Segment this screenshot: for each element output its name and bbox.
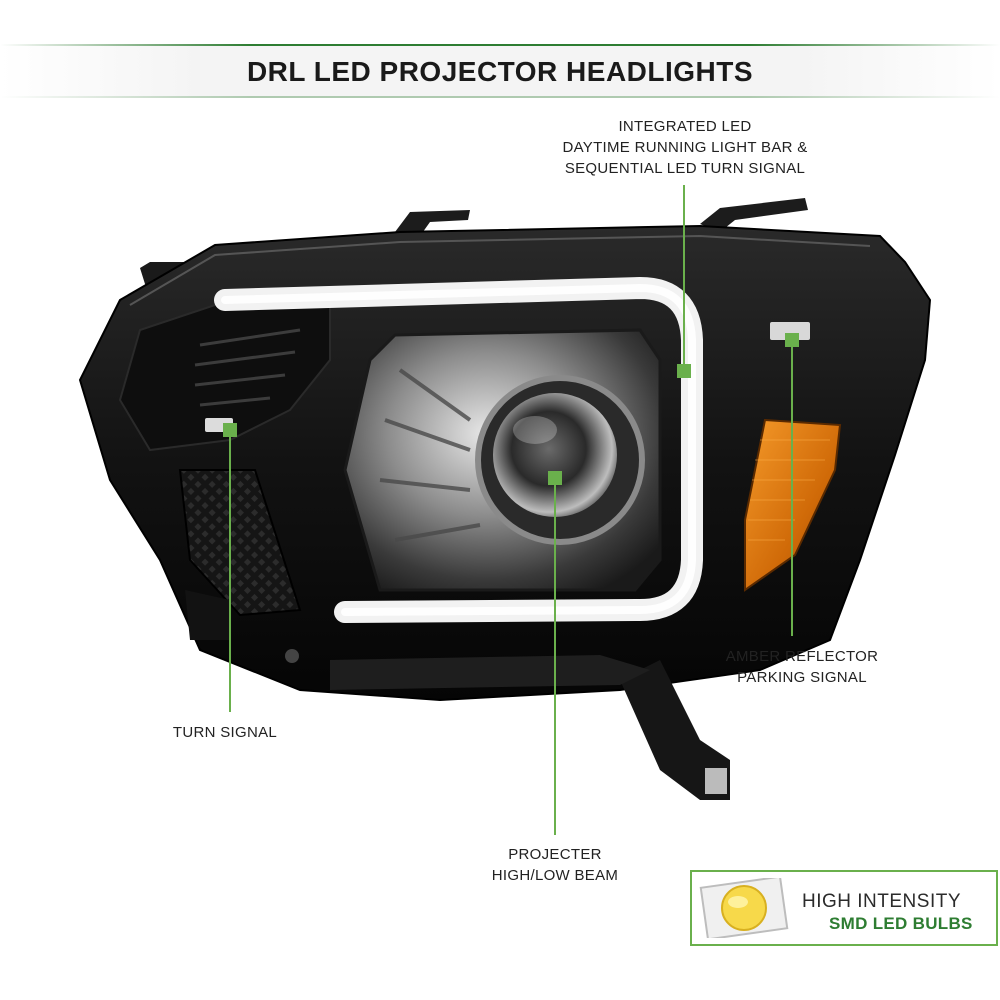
callout-amber: AMBER REFLECTOR PARKING SIGNAL [712, 646, 892, 688]
smd-led-chip-icon [699, 878, 789, 938]
chrome-reflector-facets [379, 368, 481, 542]
page-title: DRL LED PROJECTOR HEADLIGHTS [246, 56, 754, 87]
callout-drl-line-2: DAYTIME RUNNING LIGHT BAR & [562, 139, 808, 156]
led-feature-badge: HIGH INTENSITY SMD LED BULBS [690, 870, 998, 946]
header-banner: DRL LED PROJECTOR HEADLIGHTS [0, 44, 1000, 98]
callout-projector-line-1: PROJECTER [508, 846, 602, 863]
callout-projector-line-2: HIGH/LOW BEAM [491, 867, 619, 884]
amber-reflector-texture [748, 439, 830, 541]
drl-marker-icon [677, 364, 691, 378]
callout-drl: INTEGRATED LED DAYTIME RUNNING LIGHT BAR… [540, 116, 830, 179]
callout-amber-line-2: PARKING SIGNAL [737, 669, 867, 686]
header-rule-bottom [0, 96, 1000, 98]
lower-bracket [620, 660, 730, 800]
mesh-grille [178, 469, 302, 617]
callout-markers [223, 333, 799, 485]
projector-lens [493, 393, 617, 517]
lens-highlight [513, 416, 557, 444]
callout-drl-line-3: SEQUENTIAL LED TURN SIGNAL [564, 160, 806, 177]
callout-projector: PROJECTER HIGH/LOW BEAM [465, 844, 645, 886]
callout-leaders [229, 185, 793, 835]
parking-led [770, 322, 810, 340]
callout-turn-signal: TURN SIGNAL [150, 722, 300, 743]
lens-rim-highlight [129, 234, 871, 306]
turn-signal-marker-icon [223, 423, 237, 437]
turn-signal-fins [194, 328, 301, 407]
top-mount-tab-right [700, 198, 808, 232]
bracket-clip [705, 768, 727, 794]
callout-drl-line-1: INTEGRATED LED [618, 118, 752, 135]
adjuster-bolt [285, 649, 299, 663]
badge-line-2: SMD LED BULBS [829, 914, 973, 933]
callout-turn-signal-line-1: TURN SIGNAL [172, 724, 278, 741]
header-rule-top [0, 44, 1000, 46]
badge-line-1: HIGH INTENSITY [802, 891, 962, 912]
lower-trim [330, 655, 650, 690]
top-mount-tab-left [395, 210, 470, 236]
lower-left-bracket [185, 590, 230, 640]
amber-marker-icon [785, 333, 799, 347]
callout-amber-line-1: AMBER REFLECTOR [725, 648, 879, 665]
drl-light-bar-glow [221, 283, 696, 616]
projector-marker-icon [548, 471, 562, 485]
